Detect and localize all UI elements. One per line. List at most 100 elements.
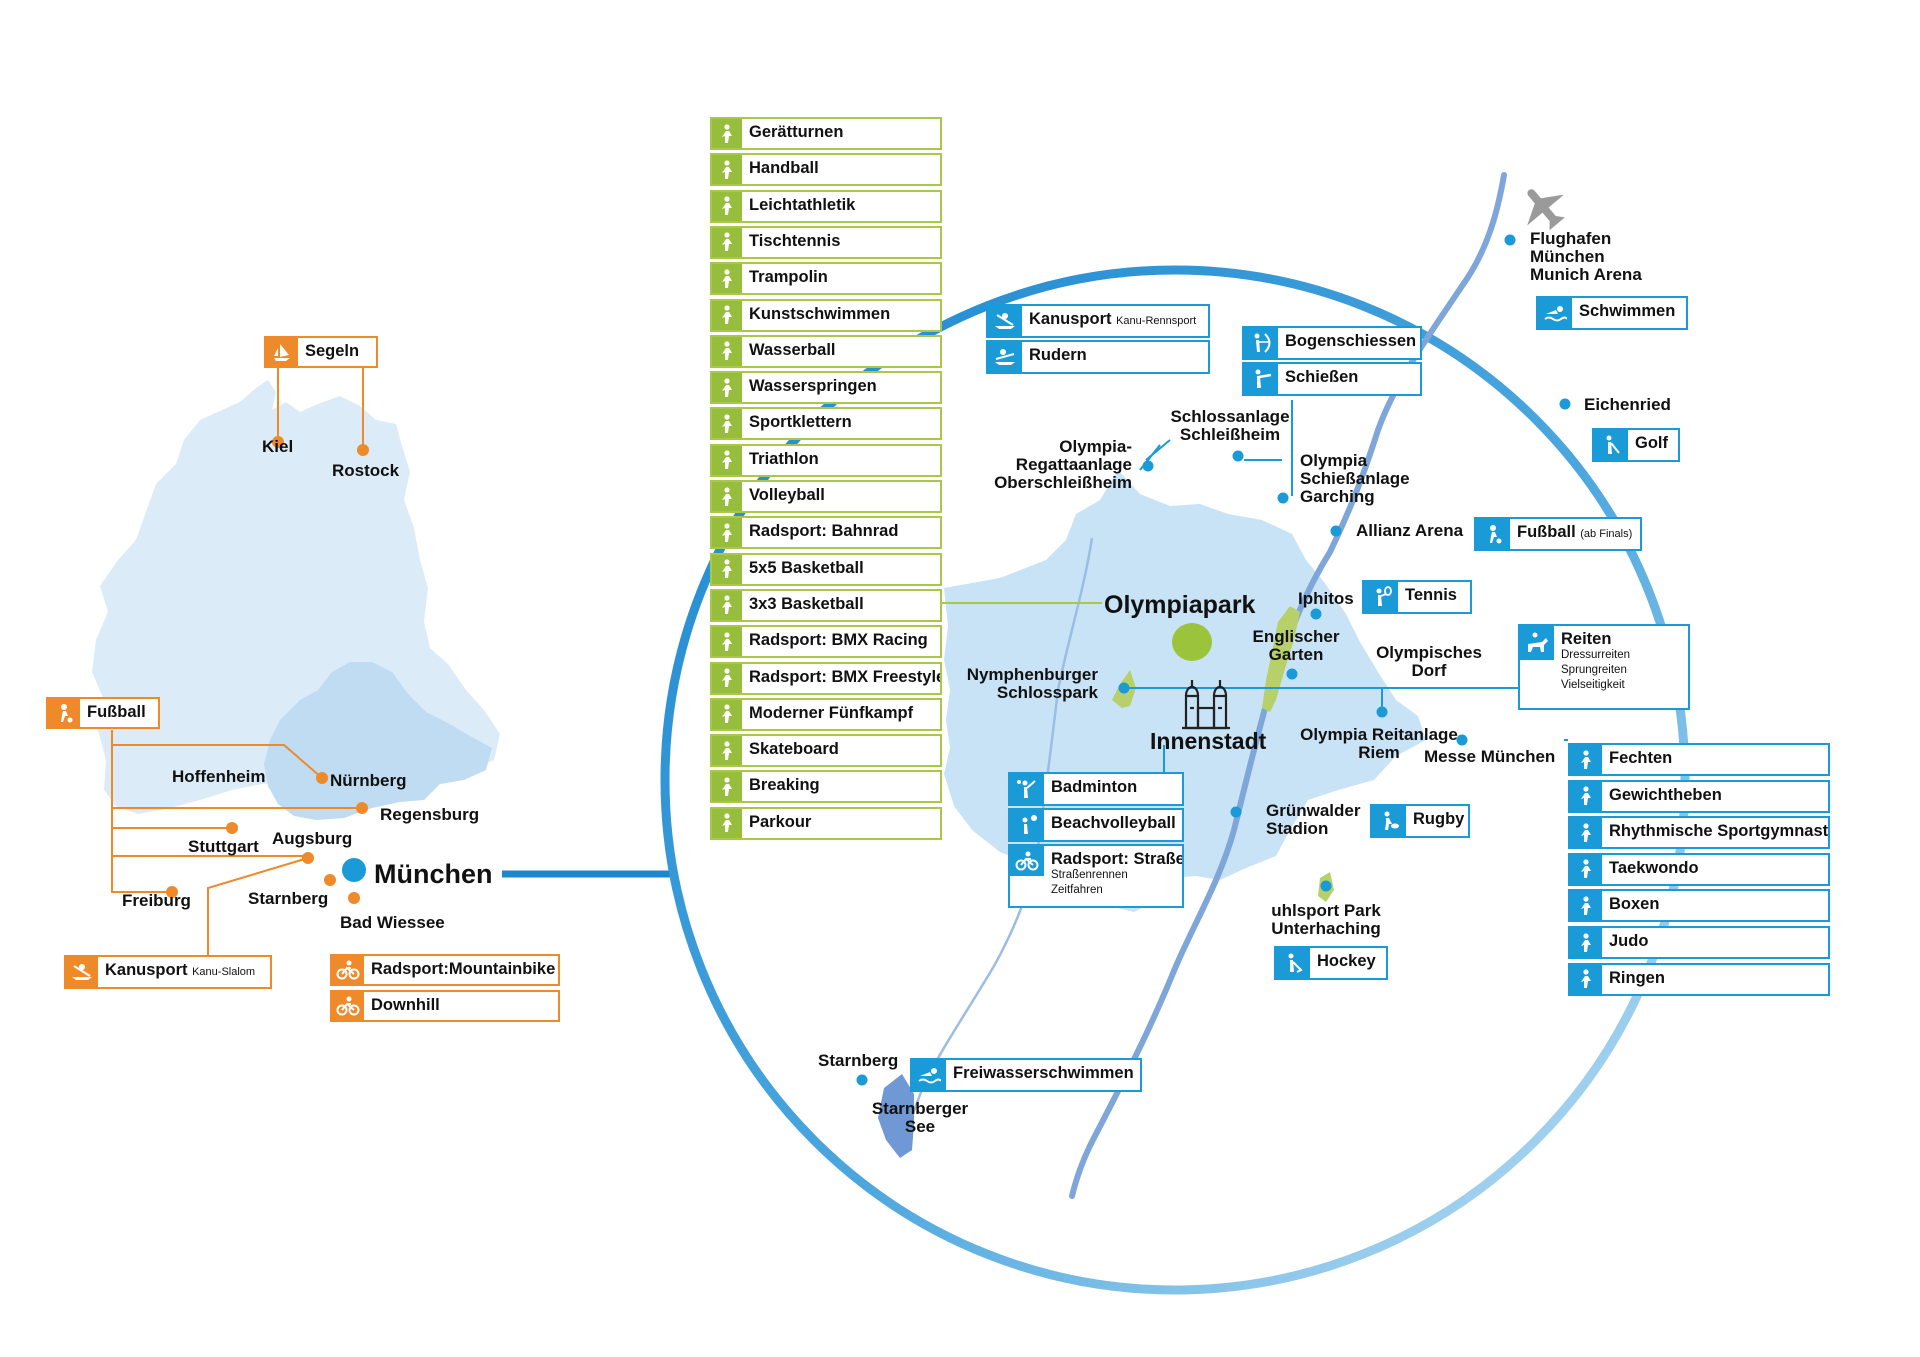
volleyball-icon <box>712 482 742 511</box>
canoe-icon <box>66 957 98 987</box>
ringen-box: Ringen <box>1568 962 1830 996</box>
freiwasserschwimmen-label: Freiwasserschwimmen <box>953 1064 1134 1082</box>
venue-item: Tischtennis <box>710 225 942 259</box>
place-allianz-arena: Allianz Arena <box>1356 521 1464 540</box>
fussball-finals-label: Fußball (ab Finals) <box>1517 523 1633 541</box>
venue-item-label: Volleyball <box>749 486 825 504</box>
hockey-box: Hockey <box>1274 946 1388 980</box>
breaking-icon <box>712 772 742 802</box>
bmx-icon <box>712 627 742 657</box>
muenchen-dot <box>342 858 366 882</box>
venue-item-label: Gerätturnen <box>749 123 844 141</box>
venue-item-label: 5x5 Basketball <box>749 558 864 577</box>
beachvolleyball-icon <box>1010 810 1044 840</box>
kanu-slalom-label: Kanusport Kanu-Slalom <box>105 961 256 979</box>
germany-dots <box>166 436 369 904</box>
rsg-box: Rhythmische Sportgymnastik <box>1568 816 1830 850</box>
gymnastics-icon <box>712 119 742 148</box>
reiten-label: Reiten Dressurreiten Sprungreiten Vielse… <box>1561 630 1631 691</box>
englischer-garten-park <box>1262 606 1300 712</box>
schwimmen-label: Schwimmen <box>1579 302 1676 320</box>
segeln-box: Segeln <box>264 336 378 368</box>
venue-item-label: Breaking <box>749 776 820 795</box>
rsg-label: Rhythmische Sportgymnastik <box>1609 822 1830 841</box>
downhill-label: Downhill <box>371 996 440 1014</box>
bmx-icon <box>712 663 742 693</box>
venue-item: Trampolin <box>710 262 942 296</box>
bogenschiessen-label: Bogenschiessen <box>1285 332 1417 350</box>
place-flughafen: Flughafen München Munich Arena <box>1530 229 1642 284</box>
place-englischer-garten: Englischer Garten <box>1252 627 1340 664</box>
venue-item-label: Tischtennis <box>749 231 841 250</box>
venue-item-label: Handball <box>749 159 819 178</box>
tennis-label: Tennis <box>1405 586 1457 604</box>
city-regensburg: Regensburg <box>380 805 480 824</box>
venue-item: Radsport: BMX Freestyle <box>710 661 942 695</box>
mountainbike-box: Radsport:Mountainbike <box>330 954 560 986</box>
venue-item-label: Trampolin <box>749 268 828 287</box>
boxen-box: Boxen <box>1568 889 1830 923</box>
venue-item: Radsport: Bahnrad <box>710 516 942 550</box>
mountainbike-icon <box>332 956 364 984</box>
football-icon <box>48 699 80 727</box>
venue-item: Breaking <box>710 770 942 804</box>
parkour-icon <box>712 808 742 838</box>
place-reitanlage-riem: Olympia Reitanlage Riem <box>1300 725 1458 762</box>
gewicht-label: Gewichtheben <box>1609 785 1722 804</box>
road-cycling-icon <box>1010 846 1044 876</box>
venue-item: Radsport: BMX Racing <box>710 625 942 659</box>
venue-item: Sportklettern <box>710 407 942 441</box>
shooting-icon <box>1244 364 1278 394</box>
place-garching: Olympia Schießanlage Garching <box>1300 451 1410 506</box>
venue-item-label: Wasserspringen <box>749 377 877 396</box>
handball-icon <box>712 155 742 185</box>
fussball-de-box: Fußball <box>46 697 160 729</box>
city-stuttgart: Stuttgart <box>188 837 259 856</box>
fussball-de-label: Fußball <box>87 703 146 721</box>
canoe-icon <box>988 306 1022 336</box>
segeln-label: Segeln <box>305 342 360 360</box>
diving-icon <box>712 373 742 403</box>
sailing-icon <box>266 338 298 366</box>
rugby-icon <box>1372 806 1406 836</box>
city-nuernberg: Nürnberg <box>330 771 407 790</box>
place-eichenried: Eichenried <box>1584 395 1671 414</box>
venue-item: Parkour <box>710 806 942 840</box>
rhythmic-gymnastics-icon <box>1570 818 1602 848</box>
judo-icon <box>1570 928 1602 957</box>
freiwasserschwimmen-box: Freiwasserschwimmen <box>910 1058 1142 1092</box>
mountainbike-label: Radsport:Mountainbike <box>371 960 556 978</box>
swimming-icon <box>1538 298 1572 328</box>
ringen-label: Ringen <box>1609 968 1665 987</box>
rowing-icon <box>988 342 1022 372</box>
radsport-strasse-box: Radsport: Straße Straßenrennen Zeitfahre… <box>1008 844 1184 908</box>
venue-item-label: Radsport: Bahnrad <box>749 522 899 541</box>
climbing-icon <box>712 409 742 439</box>
venue-item-label: Leichtathletik <box>749 195 856 214</box>
taekwondo-label: Taekwondo <box>1609 858 1699 877</box>
olympiapark-green <box>1172 623 1212 661</box>
venue-item: Volleyball <box>710 480 942 513</box>
venue-item: Wasserspringen <box>710 371 942 405</box>
golf-box: Golf <box>1592 428 1680 462</box>
city-freiburg: Freiburg <box>122 891 191 910</box>
city-muenchen: München <box>374 859 493 889</box>
venue-item-label: Radsport: BMX Racing <box>749 631 928 650</box>
judo-label: Judo <box>1609 932 1649 950</box>
skateboard-icon <box>712 736 742 766</box>
kanu-slalom-box: Kanusport Kanu-Slalom <box>64 955 272 989</box>
archery-icon <box>1244 328 1278 358</box>
schwimmen-box: Schwimmen <box>1536 296 1688 330</box>
venue-item: Wasserball <box>710 334 942 368</box>
rudern-label: Rudern <box>1029 346 1087 364</box>
downhill-box: Downhill <box>330 990 560 1022</box>
place-gruenwalder-stadion: Grünwalder Stadion <box>1266 801 1361 838</box>
fechten-box: Fechten <box>1568 743 1830 776</box>
venue-item-label: 3x3 Basketball <box>749 594 864 613</box>
triathlon-icon <box>712 445 742 475</box>
radsport-strasse-label: Radsport: Straße Straßenrennen Zeitfahre… <box>1051 850 1184 896</box>
venue-item-label: Sportklettern <box>749 413 852 432</box>
kanu-rennsport-label: Kanusport Kanu-Rennsport <box>1029 310 1197 328</box>
boxing-icon <box>1570 891 1602 921</box>
